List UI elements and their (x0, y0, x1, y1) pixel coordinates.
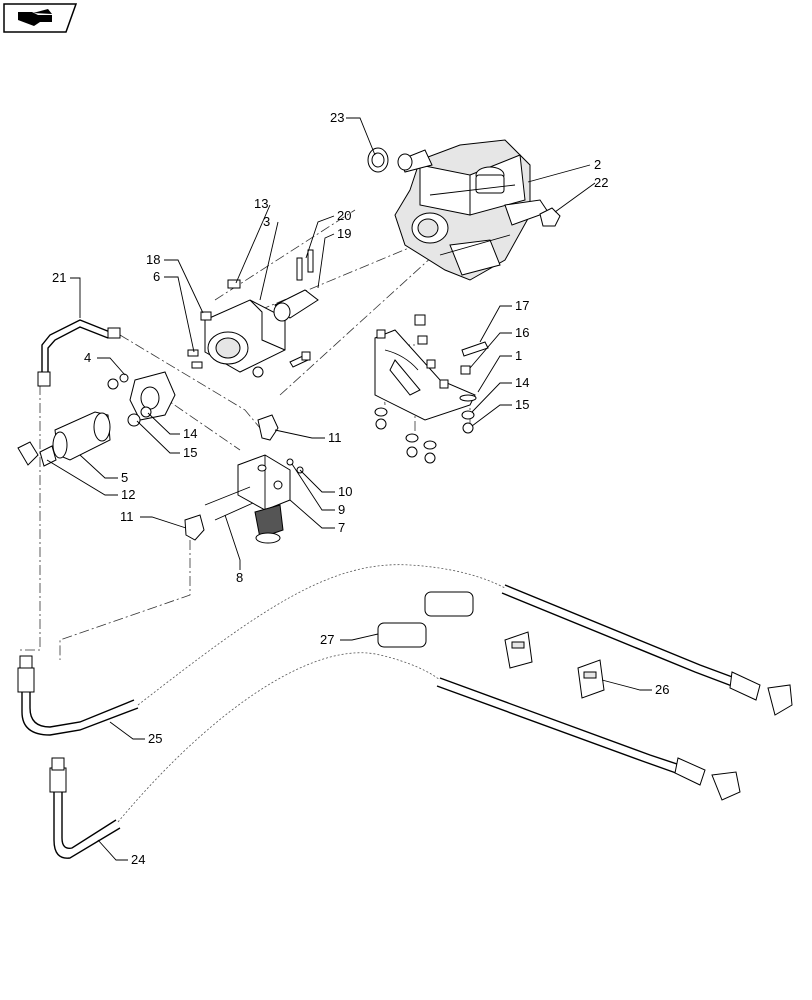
callout-9: 9 (338, 502, 345, 517)
callout-26: 26 (655, 682, 669, 697)
elbow-11b (184, 514, 205, 541)
nut-15l (127, 413, 141, 427)
bolt-6 (187, 349, 203, 369)
bolt-16 (460, 365, 471, 375)
callout-6: 6 (153, 269, 160, 284)
bracket-hardware (374, 314, 475, 464)
callout-14-right: 14 (515, 375, 529, 390)
callout-8: 8 (236, 570, 243, 585)
callout-14-left: 14 (183, 426, 197, 441)
callout-25: 25 (148, 731, 162, 746)
nuts-upper (107, 373, 129, 390)
elbow-12 (17, 441, 57, 467)
clip-26 (504, 631, 605, 699)
hose-21 (37, 319, 121, 387)
callout-1: 1 (515, 348, 522, 363)
filter-5 (52, 411, 111, 461)
bolt-13 (227, 279, 241, 289)
fitting-22 (539, 207, 561, 227)
bracket-housing-3 (204, 299, 286, 378)
callout-3: 3 (263, 214, 270, 229)
callout-4: 4 (84, 350, 91, 365)
leader-lines (46, 117, 652, 861)
pin-20 (296, 249, 314, 281)
callout-22: 22 (594, 175, 608, 190)
callout-15-right: 15 (515, 397, 529, 412)
mounting-bracket-1 (374, 329, 477, 421)
callout-10: 10 (338, 484, 352, 499)
callout-13: 13 (254, 196, 268, 211)
callout-12: 12 (121, 487, 135, 502)
spacer-19 (273, 289, 319, 322)
callout-21: 21 (52, 270, 66, 285)
callout-20: 20 (337, 208, 351, 223)
flange-4 (129, 371, 176, 421)
callout-15-left: 15 (183, 445, 197, 460)
hose-clamp-23 (367, 147, 389, 173)
callout-23: 23 (330, 110, 344, 125)
decal-27 (377, 591, 474, 648)
callout-19: 19 (337, 226, 351, 241)
valve-block-7 (237, 454, 291, 544)
callout-18: 18 (146, 252, 160, 267)
bolt-misc (289, 351, 311, 368)
washer-14l (140, 406, 152, 418)
callout-2: 2 (594, 157, 601, 172)
bolt-18 (200, 311, 212, 321)
hose-25 (17, 564, 793, 736)
callout-labels: 23 2 22 13 3 20 19 18 6 21 17 16 1 14 15… (52, 110, 669, 867)
pump-assembly (394, 139, 549, 281)
navigation-arrow-icon[interactable] (3, 3, 78, 33)
elbow-11a (257, 414, 279, 441)
callout-11-lower: 11 (120, 509, 134, 524)
callout-24: 24 (131, 852, 145, 867)
bolt-17 (461, 341, 489, 357)
callout-16: 16 (515, 325, 529, 340)
callout-7: 7 (338, 520, 345, 535)
callout-27: 27 (320, 632, 334, 647)
callout-5: 5 (121, 470, 128, 485)
callout-11-upper: 11 (328, 430, 342, 445)
callout-17: 17 (515, 298, 529, 313)
hose-24 (49, 652, 741, 859)
bolt-8 (204, 486, 254, 521)
